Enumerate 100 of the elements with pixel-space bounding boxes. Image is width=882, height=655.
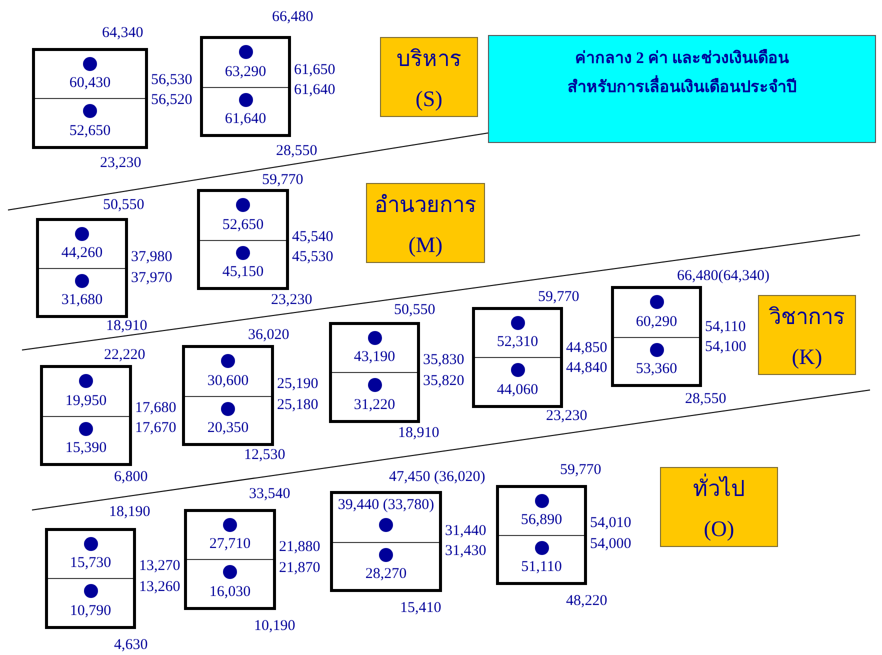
salary-box: [182, 345, 274, 446]
salary-value: 53,360: [634, 360, 678, 378]
salary-box: [611, 286, 702, 387]
salary-value: 31,220: [352, 396, 396, 414]
salary-value: 15,390: [64, 439, 108, 457]
salary-value: 45,530: [292, 248, 334, 266]
category-name: วิชาการ: [768, 303, 846, 331]
salary-value: 19,950: [64, 392, 108, 410]
salary-value: 66,480(64,340): [677, 267, 770, 285]
salary-value: 54,100: [705, 338, 746, 356]
salary-value: 56,520: [151, 91, 192, 109]
salary-value: 37,970: [131, 269, 172, 287]
salary-value: 44,840: [566, 359, 608, 377]
salary-value: 18,910: [106, 317, 148, 335]
salary-value: 61,640: [294, 81, 336, 99]
salary-value: 36,020: [248, 326, 290, 344]
salary-value: 52,650: [221, 216, 265, 234]
salary-box: [45, 528, 136, 629]
salary-value: 44,850: [566, 339, 608, 357]
salary-value: 56,530: [151, 71, 192, 89]
salary-box: [329, 322, 420, 423]
salary-value: 18,910: [398, 424, 440, 442]
category-code: (S): [414, 85, 444, 113]
salary-value: 27,710: [208, 535, 252, 553]
salary-box: [472, 307, 563, 408]
category-box: [758, 295, 856, 375]
salary-box: [40, 365, 132, 466]
salary-value: 59,770: [560, 461, 602, 479]
salary-value: 31,680: [60, 291, 104, 309]
salary-value: 35,820: [423, 372, 464, 390]
salary-value: 17,680: [135, 399, 176, 417]
category-box: [380, 37, 478, 117]
category-code: (K): [790, 343, 824, 371]
salary-value: 31,440: [445, 522, 486, 540]
salary-box: [36, 218, 128, 318]
salary-value: 15,730: [68, 554, 112, 572]
salary-value: 45,150: [221, 263, 265, 281]
salary-value: 28,550: [685, 390, 726, 408]
salary-box: [496, 485, 587, 585]
salary-value: 15,410: [400, 599, 442, 617]
salary-value: 20,350: [206, 419, 250, 437]
category-name: บริหาร: [396, 45, 462, 73]
salary-box: [32, 48, 148, 149]
salary-value: 63,290: [224, 63, 268, 81]
salary-value: 44,060: [496, 381, 540, 399]
title-text: ค่ากลาง 2 ค่า และช่วงเงินเดือนสำหรับการเลื่อนเงินเดือนประจำปี: [566, 48, 798, 98]
salary-value: 60,430: [68, 74, 112, 92]
salary-value: 44,260: [60, 244, 104, 262]
salary-value: 54,010: [590, 514, 632, 532]
salary-value: 16,030: [208, 583, 252, 601]
salary-value: 6,800: [114, 468, 148, 486]
salary-value: 59,770: [262, 171, 304, 189]
salary-box: [200, 36, 291, 137]
salary-value: 59,770: [538, 288, 580, 306]
category-code: (O): [702, 515, 736, 543]
salary-value: 60,290: [634, 313, 678, 331]
salary-value: 35,830: [423, 351, 464, 369]
salary-value: 28,270: [364, 565, 408, 583]
salary-value: 66,480: [272, 8, 314, 26]
category-box: [660, 467, 778, 547]
salary-value: 47,450 (36,020): [389, 468, 486, 486]
salary-value: 39,440 (33,780): [336, 496, 436, 514]
salary-box: [330, 491, 442, 592]
salary-value: 50,550: [394, 301, 436, 319]
salary-value: 23,230: [271, 291, 312, 309]
salary-value: 56,890: [520, 511, 564, 529]
category-name: ทั่วไป: [661, 474, 777, 504]
salary-value: 54,110: [705, 318, 746, 336]
salary-box: [184, 509, 276, 610]
salary-value: 23,230: [100, 154, 142, 172]
salary-value: 31,430: [445, 542, 486, 560]
salary-value: 22,220: [104, 346, 146, 364]
salary-value: 33,540: [249, 485, 290, 503]
salary-value: 25,180: [277, 396, 318, 414]
salary-value: 21,880: [279, 538, 320, 556]
salary-value: 52,310: [496, 333, 540, 351]
category-box: [366, 183, 485, 263]
salary-value: 51,110: [520, 558, 563, 576]
salary-value: 25,190: [277, 375, 318, 393]
salary-value: 61,640: [224, 110, 268, 128]
title-box: [488, 35, 876, 143]
salary-value: 54,000: [590, 535, 632, 553]
salary-value: 61,650: [294, 61, 336, 79]
salary-value: 10,190: [254, 617, 296, 635]
salary-value: 4,630: [114, 636, 148, 654]
salary-value: 10,790: [68, 602, 112, 620]
salary-value: 45,540: [292, 228, 334, 246]
salary-box: [197, 189, 289, 290]
salary-value: 37,980: [131, 248, 172, 266]
salary-value: 64,340: [102, 24, 144, 42]
salary-value: 21,870: [279, 559, 320, 577]
salary-value: 18,190: [109, 503, 150, 521]
salary-value: 50,550: [103, 196, 144, 214]
salary-value: 28,550: [276, 142, 318, 160]
salary-value: 13,270: [139, 557, 180, 575]
salary-value: 13,260: [139, 578, 180, 596]
salary-value: 43,190: [352, 348, 396, 366]
salary-value: 17,670: [135, 419, 176, 437]
salary-value: 48,220: [566, 592, 608, 610]
salary-value: 30,600: [206, 372, 250, 390]
